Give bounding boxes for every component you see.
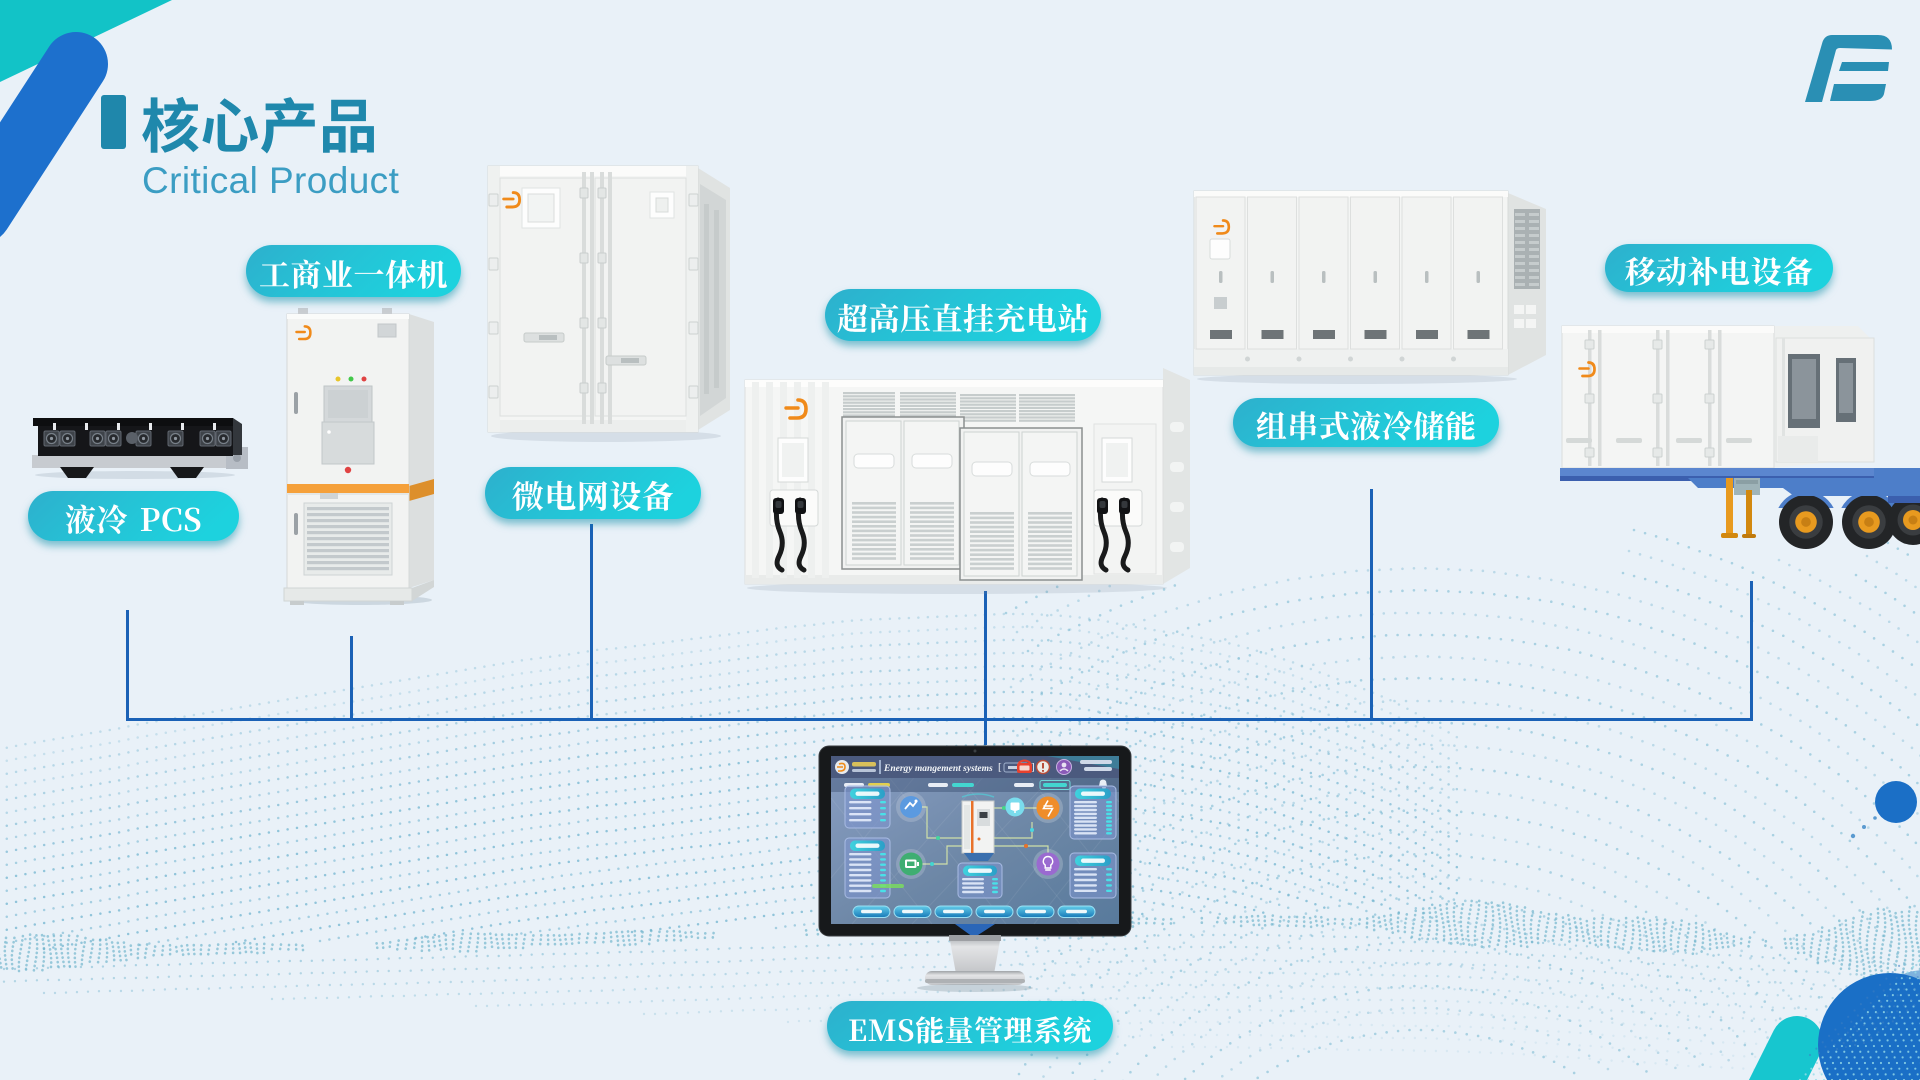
svg-text:]: ]	[1031, 761, 1035, 773]
svg-text:[: [	[998, 761, 1002, 773]
svg-text:Energy mangement systems: Energy mangement systems	[883, 764, 993, 774]
